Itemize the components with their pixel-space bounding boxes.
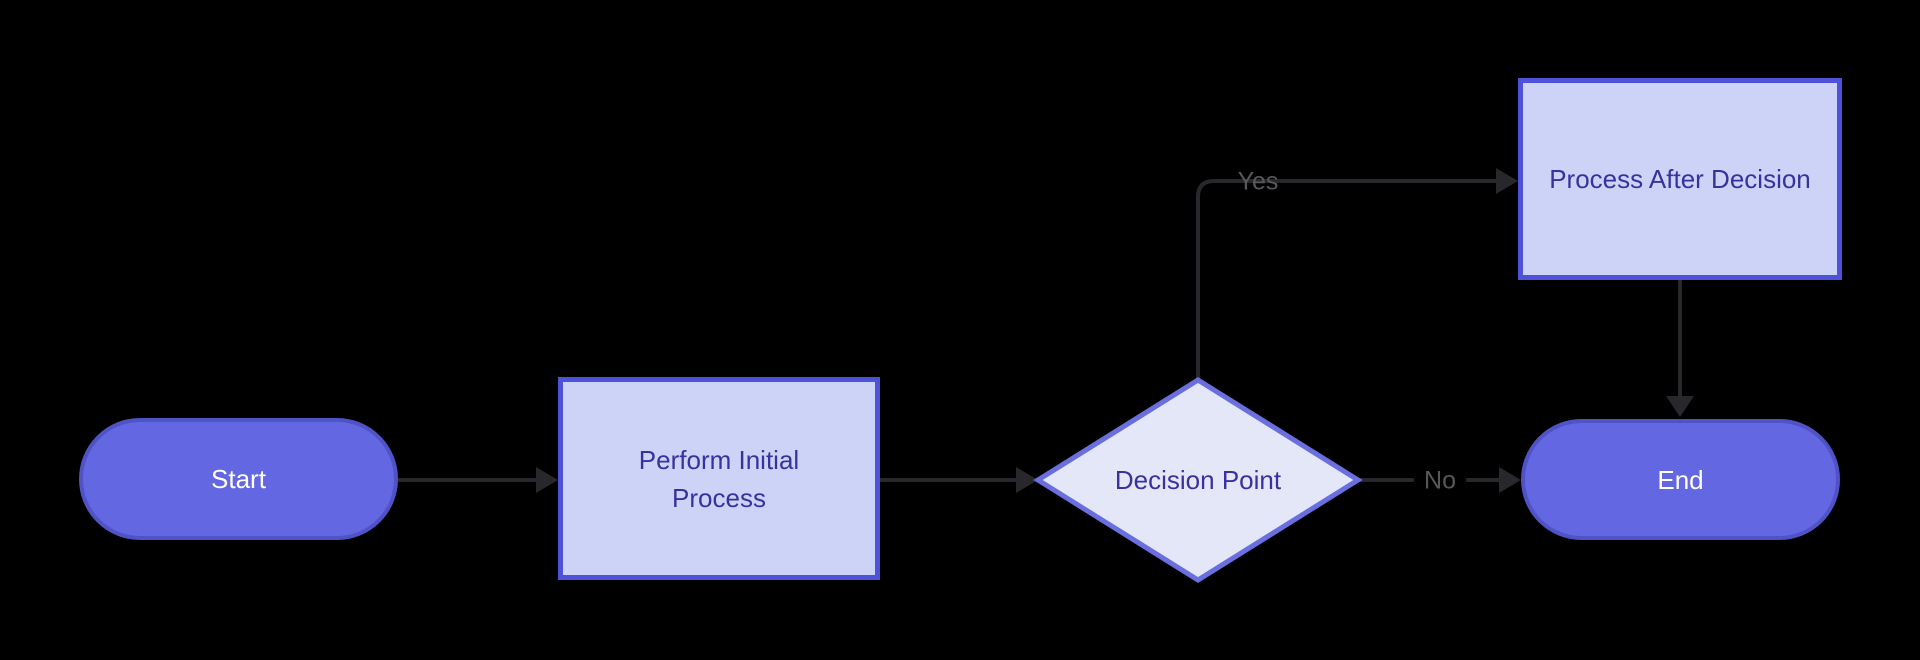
decision-diamond-shape [1033, 377, 1363, 583]
node-end: End [1521, 419, 1840, 540]
edge-decision-yes-to-after-decision [1196, 179, 1500, 380]
node-decision: Decision Point [1038, 380, 1358, 580]
edge-label-no: No [1414, 464, 1466, 498]
node-end-label: End [1657, 464, 1704, 495]
node-initial-process-label: Perform Initial Process [638, 444, 800, 513]
node-start-label: Start [211, 464, 266, 494]
arrowhead-into-initial-process [536, 467, 558, 493]
arrowhead-into-end-top [1666, 396, 1694, 417]
arrowhead-into-decision [1016, 467, 1038, 493]
edge-label-yes: Yes [1237, 167, 1279, 196]
node-after-decision-label: Process After Decision [1549, 164, 1811, 194]
node-after-decision: Process After Decision [1518, 78, 1842, 280]
node-start: Start [79, 418, 398, 540]
arrowhead-into-after-decision [1496, 168, 1518, 194]
node-decision-label: Decision Point [1114, 464, 1282, 495]
arrowhead-into-end-left [1499, 467, 1521, 493]
node-initial-process: Perform Initial Process [558, 377, 880, 580]
